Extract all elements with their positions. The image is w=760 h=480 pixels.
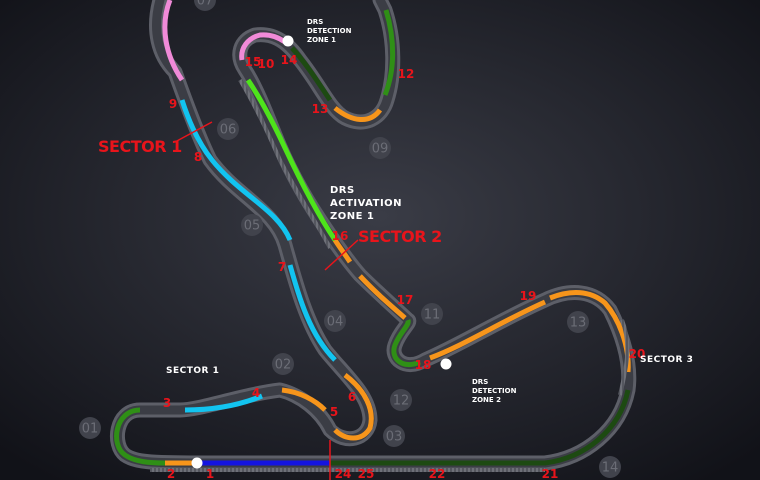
segment-cyan-upper [179,99,293,242]
svg-text:05: 05 [244,219,261,234]
svg-text:13: 13 [570,316,587,331]
corner-number-9: 9 [169,97,177,111]
segment-orange-t17 [358,274,407,320]
corner-number-19: 19 [520,289,537,303]
segment-green-t18 [391,319,422,368]
kerbs [150,78,630,472]
turn-marker-07: 07 [194,0,216,11]
turn-marker-06: 06 [217,118,239,140]
corner-number-13: 13 [312,102,329,116]
corner-number-6: 6 [348,390,356,404]
segment-lime-drs [245,78,338,242]
svg-text:03: 03 [386,430,403,445]
turn-marker-14: 14 [599,456,621,478]
svg-text:DRS: DRS [330,185,355,196]
sector-1-red-label: SECTOR 1 [98,137,182,156]
segment-pink-top [162,0,185,82]
segment-cyan-lower [287,264,337,362]
svg-text:07: 07 [197,0,214,9]
corner-number-20: 20 [629,347,646,361]
drs-detection-point-2 [440,358,452,370]
svg-text:DRS: DRS [307,18,323,26]
corner-number-2: 2 [167,467,175,480]
corner-number-25: 25 [358,467,375,480]
segment-green-t12 [382,9,396,96]
segment-orange-t13 [333,106,383,122]
segment-orange-t5 [333,373,374,441]
corner-number-22: 22 [429,467,446,480]
svg-text:11: 11 [424,308,441,323]
svg-text:12: 12 [393,394,410,409]
sector-1-white-label: SECTOR 1 [166,366,219,376]
sector-2-divider [324,239,359,271]
svg-text:DETECTION: DETECTION [307,27,352,35]
segment-cyan-t3 [184,393,263,413]
svg-text:ZONE 1: ZONE 1 [307,36,336,44]
svg-text:DETECTION: DETECTION [472,387,517,395]
segment-green-t1 [114,407,166,466]
segment-darkgreen-t14 [290,46,333,102]
corner-number-8: 8 [194,150,202,164]
track-segments [114,0,631,466]
corner-number-17: 17 [397,293,414,307]
svg-text:ZONE 2: ZONE 2 [472,396,501,404]
drs-detection-point-1 [282,35,294,47]
drs-activation-zone-1-label: DRS ACTIVATION ZONE 1 [330,185,402,222]
svg-text:02: 02 [275,358,292,373]
turn-marker-03: 03 [383,425,405,447]
segment-darkgreen-straight [330,389,631,466]
corner-number-5: 5 [330,405,338,419]
svg-text:01: 01 [82,422,99,437]
corner-number-7: 7 [278,260,286,274]
turn-marker-11: 11 [421,303,443,325]
drs-detection-zone-1-label: DRS DETECTION ZONE 1 [307,18,352,44]
corner-number-24: 24 [335,467,352,480]
corner-number-21: 21 [542,467,559,480]
segment-orange-t4 [281,387,327,412]
svg-text:14: 14 [602,461,619,476]
segment-orange-t16 [332,238,353,264]
corner-number-18: 18 [415,358,432,372]
turn-marker-09: 09 [369,137,391,159]
turn-marker-04: 04 [324,310,346,332]
turn-marker-12: 12 [390,389,412,411]
corner-number-14: 14 [281,53,298,67]
turn-marker-02: 02 [272,353,294,375]
sector-1-divider [174,121,213,143]
corner-number-12: 12 [398,67,415,81]
segment-orange-back [429,299,547,361]
svg-text:09: 09 [372,142,389,157]
svg-text:ACTIVATION: ACTIVATION [330,198,402,209]
sector-3-white-label: SECTOR 3 [640,355,693,365]
svg-text:04: 04 [327,315,344,330]
corner-number-4: 4 [252,386,260,400]
segment-pink-t15 [239,32,287,61]
corner-number-1: 1 [206,467,214,480]
drs-detection-zone-2-label: DRS DETECTION ZONE 2 [472,378,517,404]
turn-marker-05: 05 [241,214,263,236]
turn-marker-13: 13 [567,311,589,333]
svg-text:ZONE 1: ZONE 1 [330,211,374,222]
corner-number-15: 15 [245,55,262,69]
corner-number-16: 16 [332,229,349,243]
corner-number-10: 10 [258,57,275,71]
svg-text:DRS: DRS [472,378,488,386]
sector-2-red-label: SECTOR 2 [358,227,442,246]
corner-number-3: 3 [163,396,171,410]
start-finish-point [191,457,203,469]
svg-text:06: 06 [220,123,237,138]
turn-marker-01: 01 [79,417,101,439]
